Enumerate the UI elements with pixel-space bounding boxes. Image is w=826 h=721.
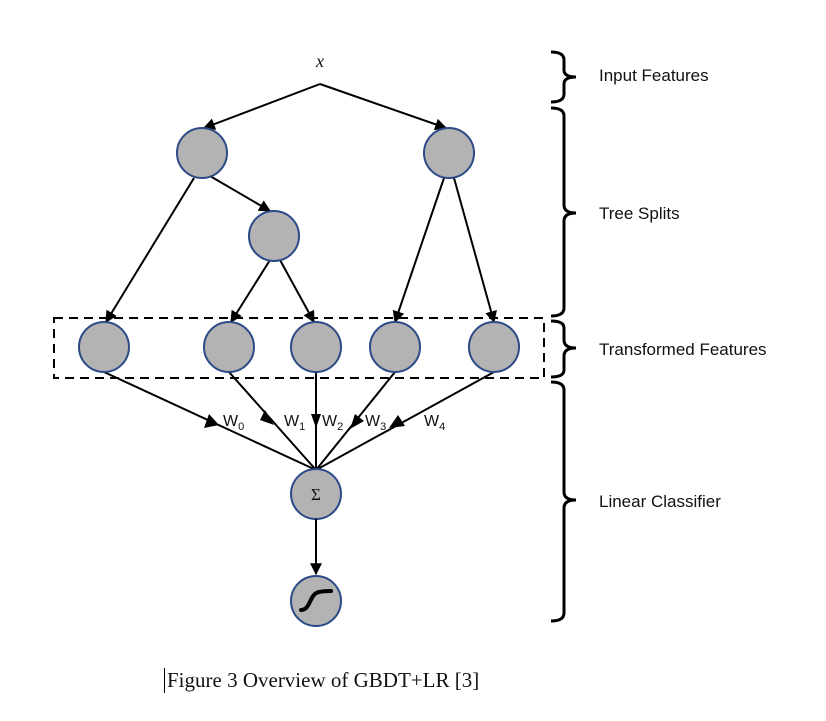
input-x-label: x — [315, 51, 324, 71]
arrowhead-w0 — [204, 414, 219, 428]
weight-label-w1: W1 — [284, 413, 305, 433]
edge-leaf1-sum — [228, 371, 317, 471]
edge-mid-leaf2 — [279, 259, 315, 324]
leaf-node-3 — [369, 321, 421, 373]
leaf-nodes — [78, 321, 520, 373]
sigmoid-node — [290, 575, 342, 627]
brace-linear — [550, 380, 577, 623]
tree2-root-node — [423, 127, 475, 179]
section-braces — [550, 50, 577, 623]
edge-leaf4-sum — [315, 371, 495, 471]
weight-label-w2: W2 — [322, 413, 343, 433]
arrowhead-w1 — [260, 410, 274, 425]
edge-tree2-leaf3 — [392, 177, 445, 324]
tree1-root-node — [176, 127, 228, 179]
weight-label-w3: W3 — [365, 413, 386, 433]
tree-nodes — [176, 127, 475, 262]
edge-mid-leaf1 — [230, 259, 271, 324]
brace-transformed — [550, 319, 577, 379]
edge-x-left — [202, 83, 321, 130]
weight-label-w4: W4 — [424, 413, 445, 433]
leaf-node-1 — [203, 321, 255, 373]
leaf-node-2 — [290, 321, 342, 373]
figure-caption: Figure 3 Overview of GBDT+LR [3] — [164, 668, 479, 693]
section-label-input: Input Features — [599, 66, 709, 85]
edge-x-right — [319, 83, 448, 131]
section-label-tree: Tree Splits — [599, 204, 680, 223]
input-edges — [202, 83, 448, 131]
weight-label-w0: W0 — [223, 413, 244, 433]
brace-input — [550, 50, 577, 104]
transformed-features-box — [53, 317, 545, 379]
edge-tree1-mid — [209, 175, 272, 212]
tree-edges — [105, 175, 497, 324]
tree1-split-node — [248, 210, 300, 262]
sigmoid-curve-icon — [299, 589, 333, 612]
weight-edges — [103, 371, 495, 471]
section-label-linear: Linear Classifier — [599, 492, 721, 511]
edge-tree2-leaf4 — [453, 177, 497, 324]
leaf-node-0 — [78, 321, 130, 373]
leaf-node-4 — [468, 321, 520, 373]
sum-symbol: Σ — [311, 485, 321, 504]
brace-tree — [550, 106, 577, 318]
section-label-transformed: Transformed Features — [599, 340, 767, 359]
arrowhead-w4 — [389, 415, 405, 428]
arrowhead-w2 — [311, 414, 321, 428]
weight-labels: W0 W1 W2 W3 W4 — [223, 413, 445, 433]
arrowhead-w3 — [350, 414, 364, 429]
edge-tree1-leaf0 — [105, 177, 195, 324]
